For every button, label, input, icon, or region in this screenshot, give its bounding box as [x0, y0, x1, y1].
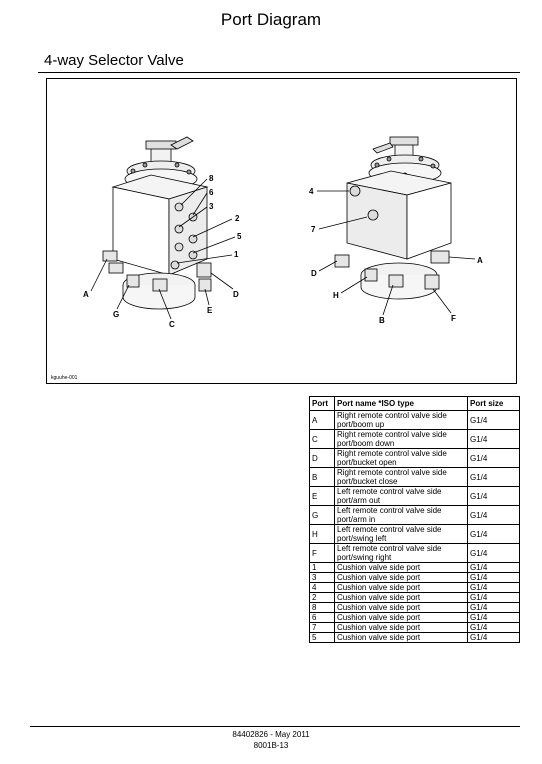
- left-label-E: E: [207, 306, 213, 315]
- cell-name: Right remote control valve side port/buc…: [334, 467, 468, 487]
- right-label-F: F: [451, 314, 456, 323]
- figure-id: kguuhe-001: [51, 375, 78, 381]
- footer-doc-number: 84402826 - May 2011: [232, 730, 310, 739]
- left-label-C: C: [169, 320, 175, 329]
- cell-port: A: [309, 410, 335, 430]
- cell-port: 6: [309, 612, 335, 623]
- cell-port: B: [309, 467, 335, 487]
- cell-size: G1/4: [467, 612, 520, 623]
- cell-name: Cushion valve side port: [334, 632, 468, 643]
- right-label-4: 4: [309, 187, 314, 196]
- left-label-3: 3: [209, 202, 214, 211]
- right-label-H: H: [333, 291, 339, 300]
- left-label-A: A: [83, 290, 89, 299]
- cell-port: 4: [309, 582, 335, 593]
- footer-page-number: 8001B-13: [253, 741, 289, 750]
- cell-port: C: [309, 429, 335, 449]
- cell-name: Left remote control valve side port/arm …: [334, 505, 468, 525]
- cell-size: G1/4: [467, 429, 520, 449]
- left-valve-view: [90, 136, 236, 320]
- cell-size: G1/4: [467, 448, 520, 468]
- left-label-1: 1: [234, 250, 239, 259]
- left-label-6: 6: [209, 188, 214, 197]
- cell-name: Left remote control valve side port/swin…: [334, 524, 468, 544]
- right-label-A: A: [477, 256, 483, 265]
- cell-name: Cushion valve side port: [334, 582, 468, 593]
- left-label-2: 2: [235, 214, 240, 223]
- cell-size: G1/4: [467, 602, 520, 613]
- cell-port: G: [309, 505, 335, 525]
- left-label-G: G: [113, 310, 119, 319]
- cell-name: Left remote control valve side port/arm …: [334, 486, 468, 506]
- cell-name: Cushion valve side port: [334, 602, 468, 613]
- header-port-size: Port size: [467, 396, 520, 411]
- cell-size: G1/4: [467, 582, 520, 593]
- cell-port: F: [309, 543, 335, 563]
- cell-port: 3: [309, 572, 335, 583]
- header-port: Port: [309, 396, 335, 411]
- table-header-row: Port Port name *ISO type Port size: [309, 396, 520, 411]
- cell-name: Right remote control valve side port/buc…: [334, 448, 468, 468]
- cell-port: 1: [309, 562, 335, 573]
- valve-illustration: 8 6 3 2 5 1 A G C E D 4 7 D H B F A: [83, 136, 483, 329]
- cell-port: 8: [309, 602, 335, 613]
- cell-size: G1/4: [467, 486, 520, 506]
- left-label-5: 5: [237, 232, 242, 241]
- cell-size: G1/4: [467, 543, 520, 563]
- left-label-D: D: [233, 290, 239, 299]
- valve-figure: 8 6 3 2 5 1 A G C E D 4 7 D H B F A kguu…: [46, 78, 517, 384]
- cell-port: H: [309, 524, 335, 544]
- cell-name: Cushion valve side port: [334, 562, 468, 573]
- cell-port: E: [309, 486, 335, 506]
- left-label-8: 8: [209, 174, 214, 183]
- cell-size: G1/4: [467, 562, 520, 573]
- right-label-D: D: [311, 269, 317, 278]
- page-title: Port Diagram: [220, 10, 322, 29]
- title-rule: [38, 72, 520, 73]
- section-title: 4-way Selector Valve: [44, 52, 184, 69]
- cell-size: G1/4: [467, 467, 520, 487]
- right-valve-view: [317, 136, 476, 316]
- cell-size: G1/4: [467, 505, 520, 525]
- cell-port: 5: [309, 632, 335, 643]
- cell-name: Cushion valve side port: [334, 592, 468, 603]
- cell-size: G1/4: [467, 632, 520, 643]
- right-label-7: 7: [311, 225, 316, 234]
- cell-port: D: [309, 448, 335, 468]
- cell-size: G1/4: [467, 622, 520, 633]
- cell-name: Left remote control valve side port/swin…: [334, 543, 468, 563]
- right-label-B: B: [379, 316, 385, 325]
- cell-name: Cushion valve side port: [334, 612, 468, 623]
- cell-size: G1/4: [467, 592, 520, 603]
- cell-name: Cushion valve side port: [334, 572, 468, 583]
- cell-name: Cushion valve side port: [334, 622, 468, 633]
- cell-name: Right remote control valve side port/boo…: [334, 429, 468, 449]
- cell-size: G1/4: [467, 524, 520, 544]
- header-port-name: Port name *ISO type: [334, 396, 468, 411]
- cell-name: Right remote control valve side port/boo…: [334, 410, 468, 430]
- cell-size: G1/4: [467, 572, 520, 583]
- cell-port: 7: [309, 622, 335, 633]
- cell-size: G1/4: [467, 410, 520, 430]
- cell-port: 2: [309, 592, 335, 603]
- footer-rule: [30, 726, 520, 727]
